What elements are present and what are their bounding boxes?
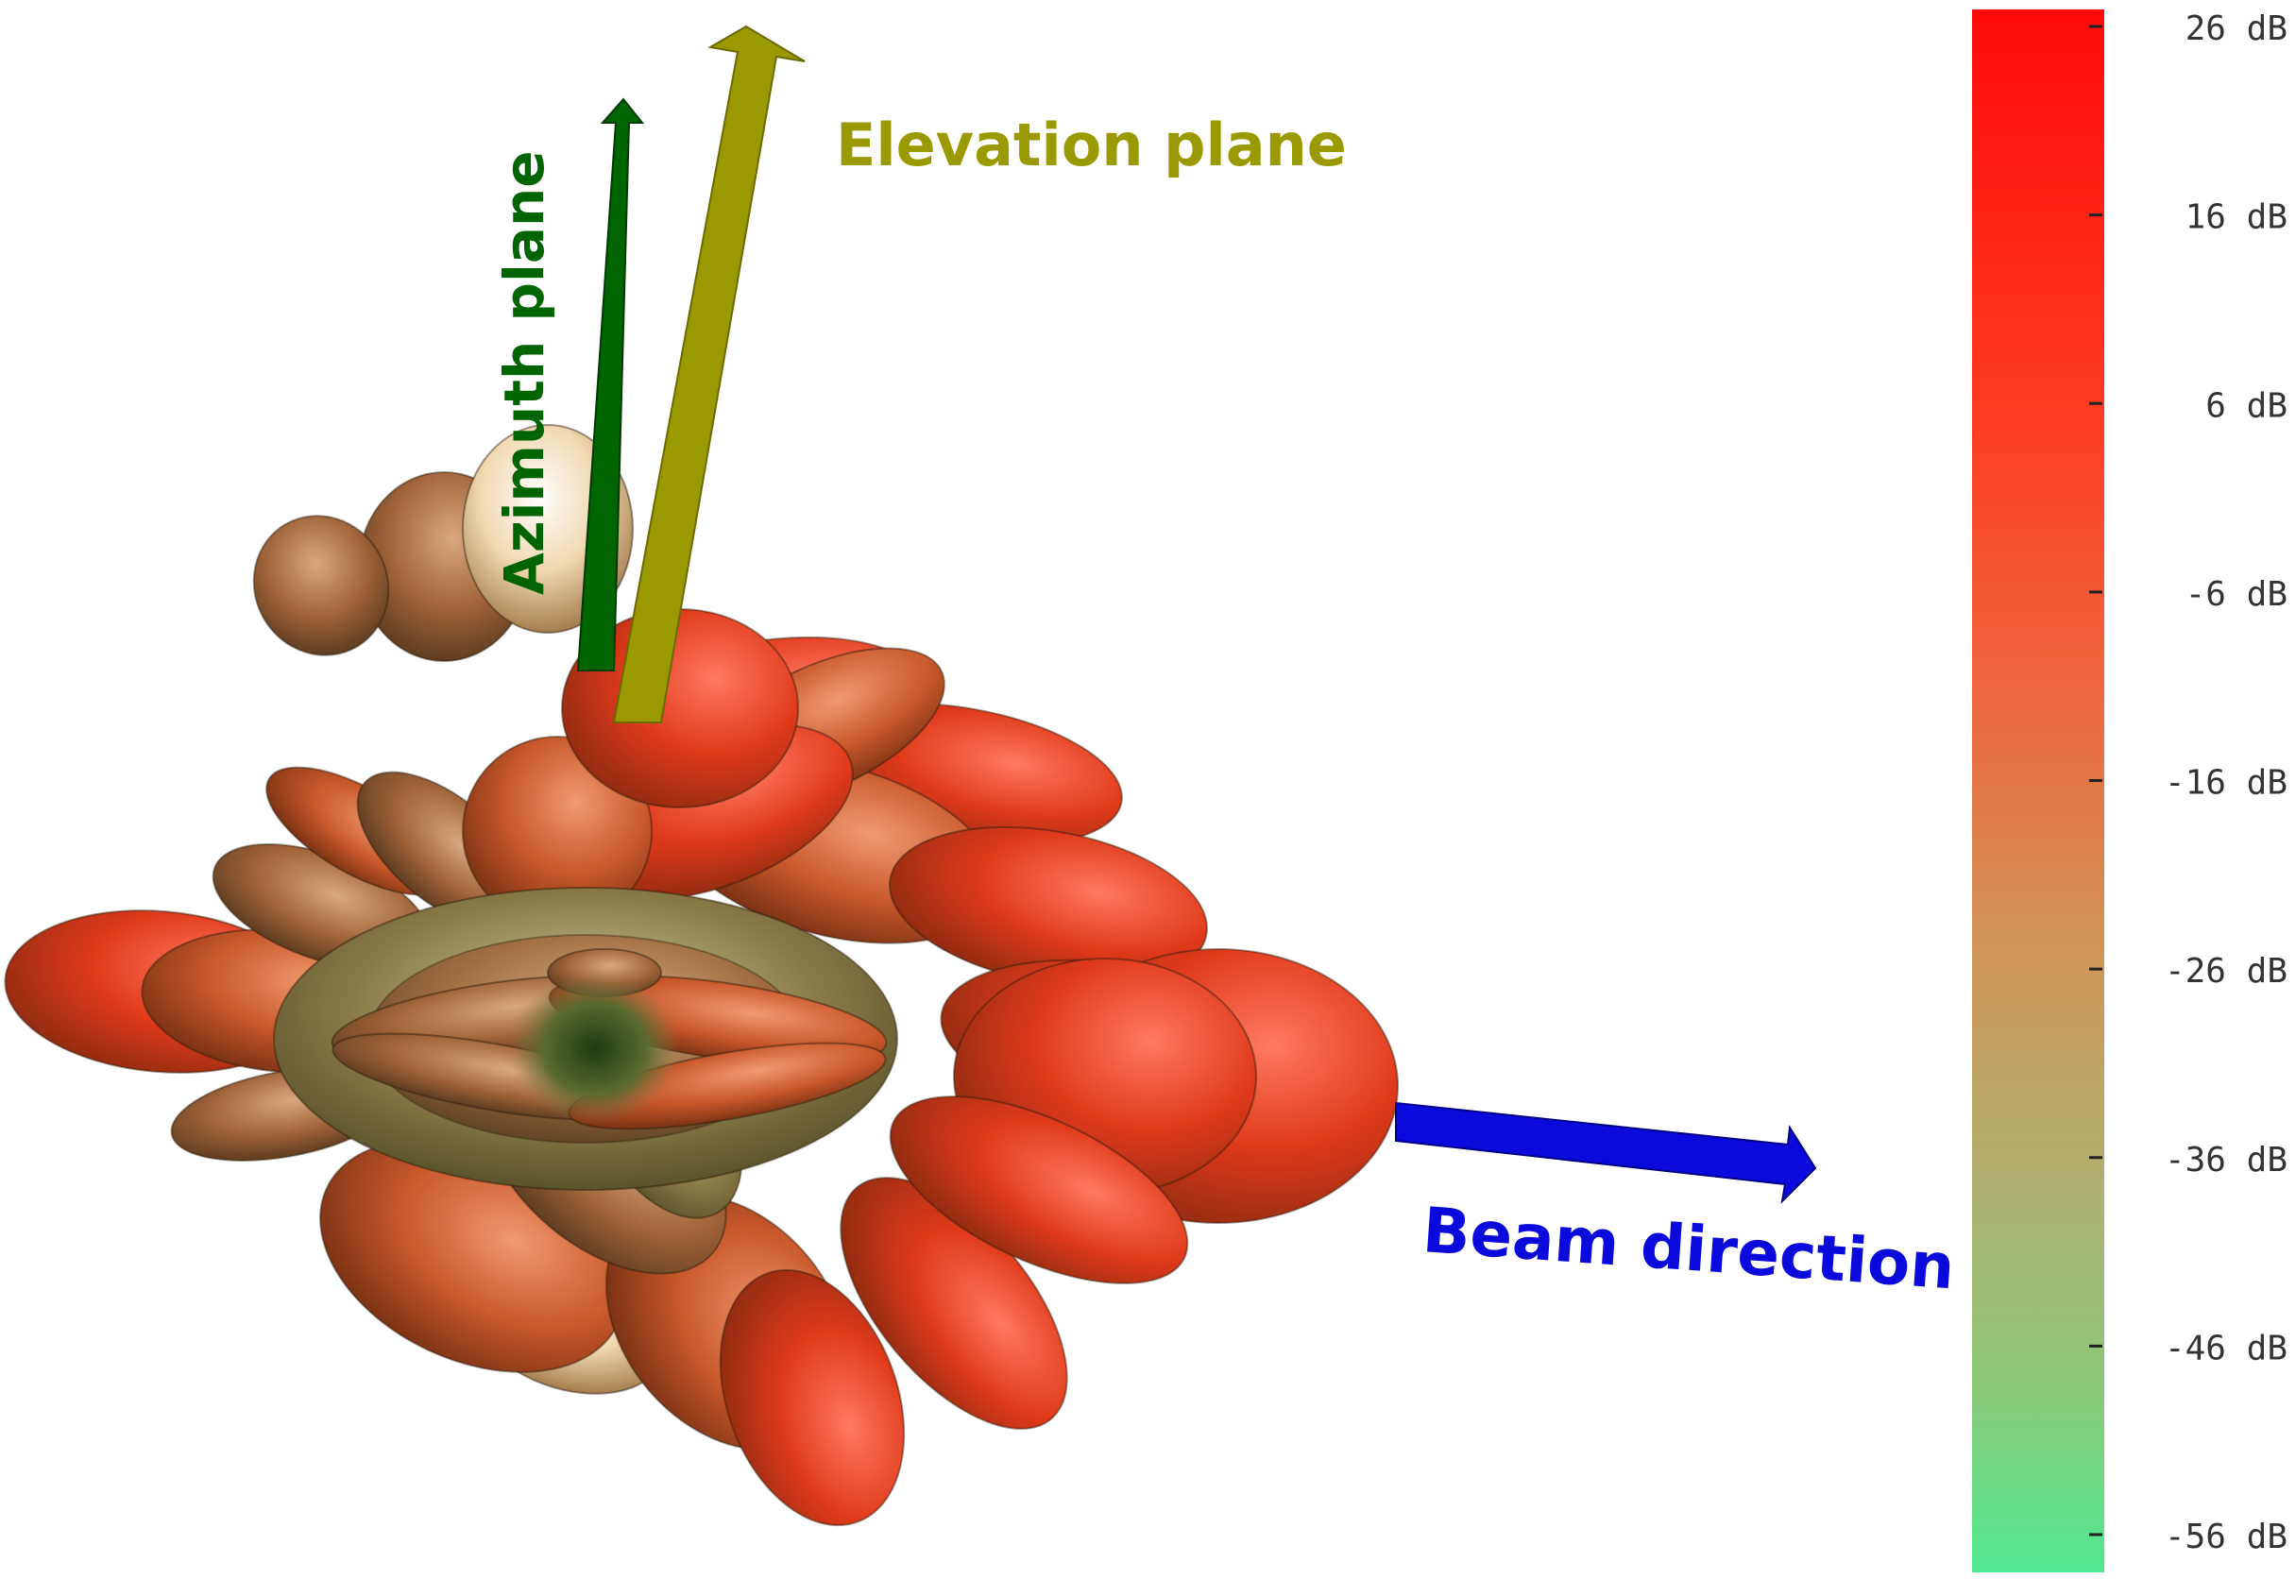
beam-direction-arrow	[1395, 1101, 1817, 1204]
colorbar-gradient	[1972, 9, 2104, 1572]
azimuth-plane-arrow	[576, 97, 645, 671]
colorbar-tick-label: -6 dB	[2185, 575, 2287, 614]
azimuth-plane-label: Azimuth plane	[492, 150, 556, 595]
colorbar-tick-label: 16 dB	[2185, 198, 2287, 237]
colorbar-tick-label: -46 dB	[2165, 1329, 2287, 1367]
colorbar: 26 dB 16 dB 6 dB -6 dB -16 dB -26 dB -36 dB -46…	[1972, 9, 2287, 1572]
colorbar-tick-label: -56 dB	[2165, 1518, 2287, 1556]
colorbar-tick-label: -26 dB	[2165, 952, 2287, 991]
colorbar-tick-label: -36 dB	[2165, 1141, 2287, 1180]
radiation-pattern-3d	[4, 424, 1399, 1527]
colorbar-tick-label: 26 dB	[2185, 9, 2287, 48]
elevation-plane-label: Elevation plane	[836, 110, 1347, 179]
colorbar-tick-label: -16 dB	[2165, 764, 2287, 803]
beam-direction-label: Beam direction	[1420, 1194, 1957, 1303]
colorbar-tick-label: 6 dB	[2205, 386, 2287, 425]
elevation-plane-arrow	[612, 25, 806, 723]
